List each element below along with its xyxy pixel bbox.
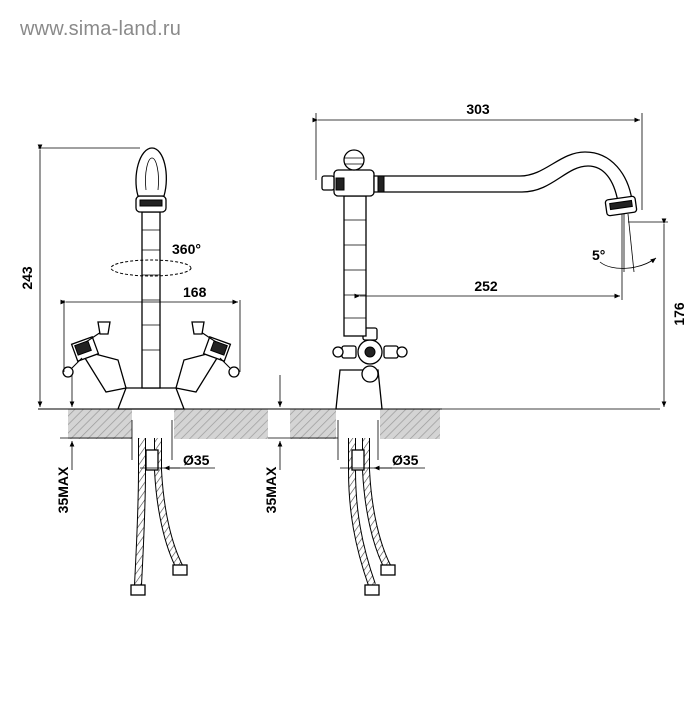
handle-right	[175, 321, 240, 393]
dim-35max-left-label: 35MAX	[55, 466, 71, 513]
dim-dia35-left-label: Ø35	[183, 452, 210, 468]
dim-243-label: 243	[19, 266, 35, 290]
dim-5deg-label: 5°	[592, 247, 605, 263]
supply-hoses-left	[130, 420, 188, 596]
dim-spout-angle: 5°	[592, 213, 657, 273]
faucet-side	[321, 149, 638, 410]
dim-168-label: 168	[183, 284, 207, 300]
dim-height-total: 243	[19, 144, 140, 407]
handle-left	[62, 321, 127, 393]
faucet-front	[62, 147, 240, 410]
rotation-label: 360°	[172, 241, 201, 257]
dim-252-label: 252	[474, 278, 498, 294]
dim-spout-height: 176	[628, 218, 687, 407]
dim-max-thickness-right: 35MAX	[263, 375, 338, 513]
dim-hole-right: Ø35	[340, 452, 425, 471]
dim-spout-length: 303	[312, 101, 643, 210]
side-view: 303 252 5° 176	[263, 101, 687, 596]
front-view: 243 360° 168 35MAX Ø35	[19, 144, 270, 596]
supply-hoses-right	[337, 420, 396, 596]
dim-spout-reach: 252	[354, 214, 623, 300]
dim-max-thickness-left: 35MAX	[55, 375, 132, 513]
watermark-text: www.sima-land.ru	[20, 18, 182, 40]
dim-handle-span: 168	[60, 284, 241, 372]
dim-hole-left: Ø35	[140, 452, 215, 471]
dim-176-label: 176	[671, 302, 687, 326]
dim-dia35-right-label: Ø35	[392, 452, 419, 468]
rotation-ellipse	[110, 259, 192, 277]
dim-303-label: 303	[466, 101, 490, 117]
dim-35max-right-label: 35MAX	[263, 466, 279, 513]
